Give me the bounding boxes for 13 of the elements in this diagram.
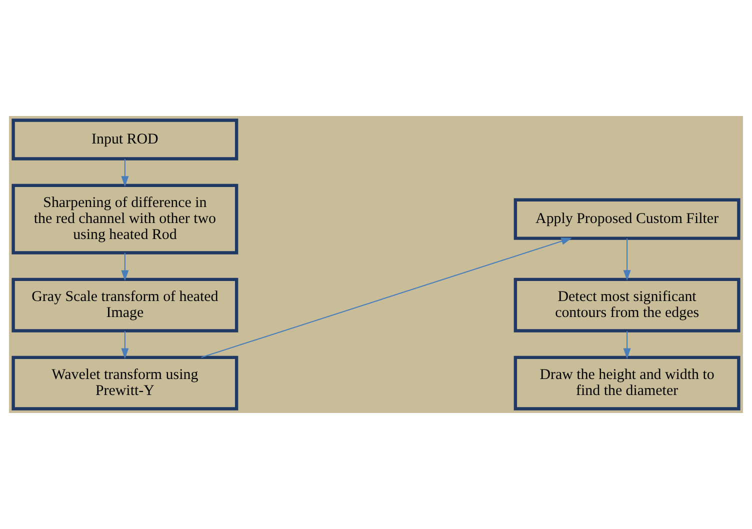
node-box: Apply Proposed Custom Filter <box>514 198 740 240</box>
node-box: Sharpening of difference in the red channel with other two using heated Rod <box>12 184 238 254</box>
node-box: Gray Scale transform of heated Image <box>12 278 238 332</box>
arrow <box>121 331 129 359</box>
node-box: Draw the height and width to find the diameter <box>514 356 740 410</box>
arrow <box>121 252 129 281</box>
node-box: Detect most significant contours from the edges <box>514 278 740 332</box>
node-box: Wavelet transform using Prewitt-Y <box>12 356 238 410</box>
arrow <box>121 158 129 187</box>
arrow <box>623 238 631 281</box>
arrow <box>623 331 631 359</box>
arrow <box>201 238 572 358</box>
node-box: Input ROD <box>12 118 238 160</box>
